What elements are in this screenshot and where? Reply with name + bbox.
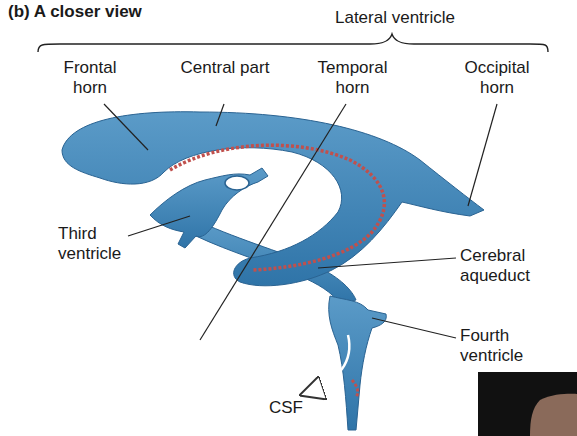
bracket bbox=[38, 34, 548, 52]
choroid-plexus bbox=[352, 380, 358, 398]
part-label: CSF bbox=[264, 398, 308, 418]
leader-line bbox=[128, 216, 190, 236]
group-label: Lateral ventricle bbox=[320, 8, 470, 28]
part-label: Temporal horn bbox=[305, 58, 400, 98]
leader-line bbox=[216, 104, 224, 126]
lateral-ventricle bbox=[62, 112, 484, 286]
leader-line bbox=[104, 104, 148, 150]
leader-line bbox=[468, 104, 497, 206]
part-label: Central part bbox=[180, 58, 270, 78]
part-label: Cerebral aqueduct bbox=[460, 246, 560, 286]
figure-title: (b) A closer view bbox=[8, 2, 142, 22]
csf-flow-arrow bbox=[304, 335, 349, 394]
part-label: Occipital horn bbox=[452, 58, 542, 98]
leader-line bbox=[318, 258, 456, 268]
photo-inset bbox=[478, 372, 577, 436]
photo-inset bbox=[530, 394, 577, 436]
leader-line bbox=[200, 104, 346, 340]
part-label: Fourth ventricle bbox=[460, 326, 550, 366]
choroid-plexus bbox=[170, 145, 384, 270]
part-label: Third ventricle bbox=[58, 224, 130, 264]
fourth-ventricle bbox=[329, 296, 387, 430]
third-ventricle bbox=[150, 168, 268, 248]
leader-line bbox=[372, 318, 456, 338]
interventricular-foramen bbox=[225, 176, 249, 190]
part-label: Frontal horn bbox=[50, 58, 130, 98]
